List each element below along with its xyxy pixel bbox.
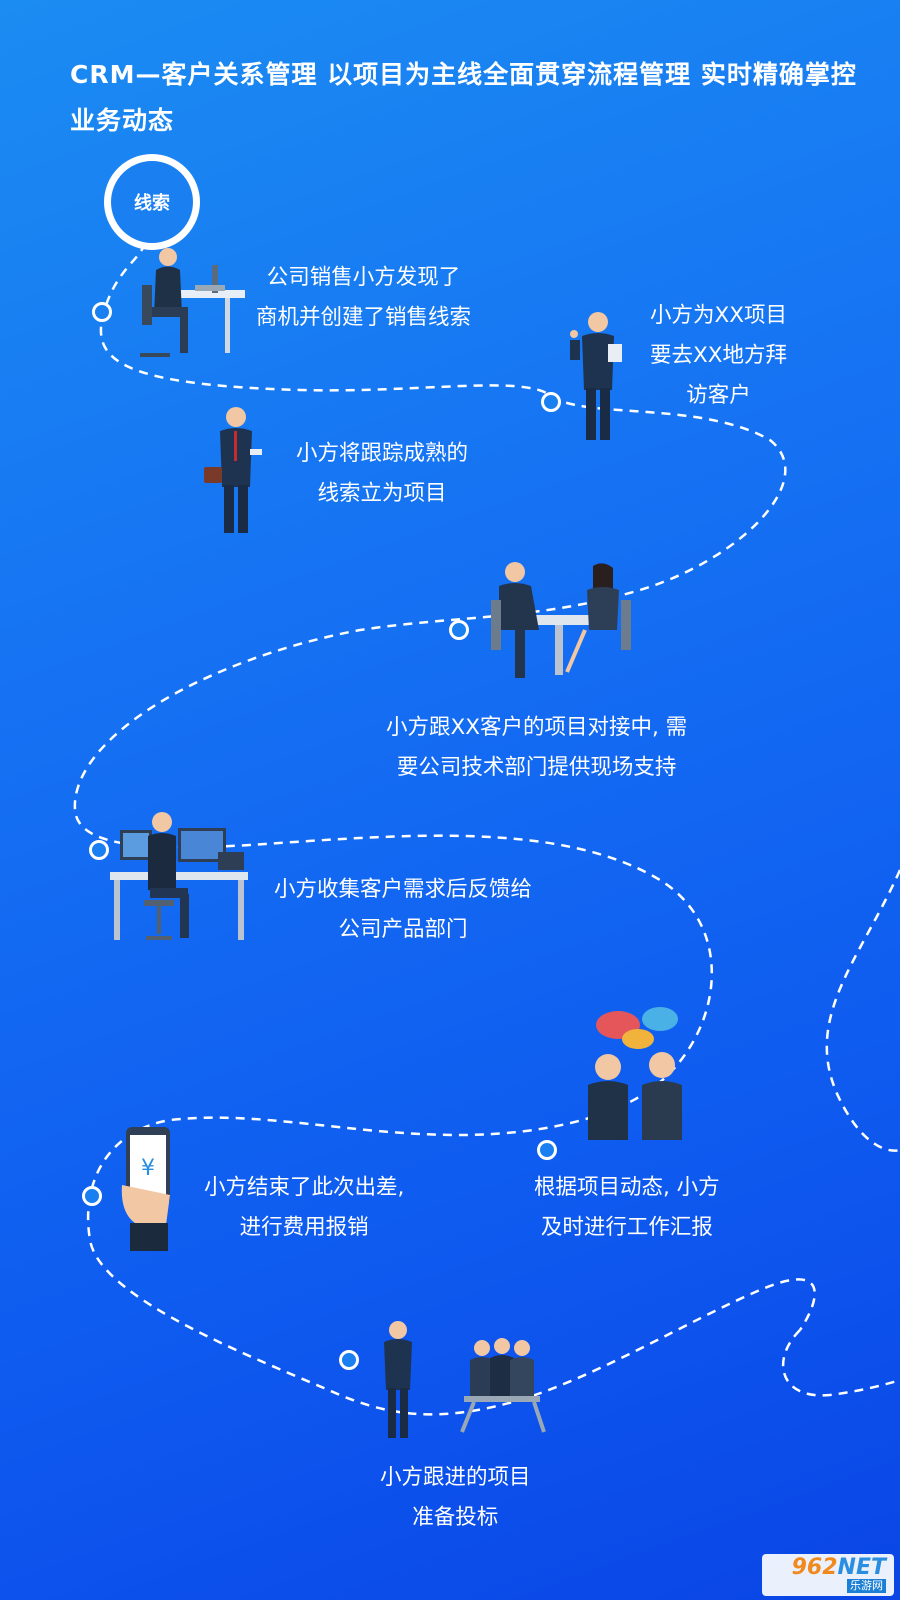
- watermark-site-name: 乐游网: [847, 1579, 886, 1593]
- waypoint-dot: [89, 840, 109, 860]
- step-text-7: 小方结束了此次出差, 进行费用报销: [204, 1175, 405, 1240]
- conversation-bubbles-icon: [588, 1007, 682, 1140]
- waypoint-dot: [541, 392, 561, 412]
- meeting-at-table-icon: [491, 562, 631, 678]
- phone-payment-icon: ¥: [121, 1127, 170, 1251]
- businessman-with-briefcase-icon: [204, 407, 262, 533]
- waypoint-dot: [82, 1186, 102, 1206]
- waypoint-dot: [92, 302, 112, 322]
- svg-text:¥: ¥: [141, 1156, 155, 1181]
- step-text-5: 小方收集客户需求后反馈给 公司产品部门: [274, 877, 533, 942]
- watermark-logo: 962NET 乐游网: [762, 1554, 894, 1596]
- salesperson-at-desk-icon: [140, 248, 245, 357]
- developer-at-workstation-icon: [110, 812, 248, 940]
- lead-badge: 线索: [104, 154, 200, 250]
- step-text-3: 小方将跟踪成熟的 线索立为项目: [296, 441, 469, 506]
- step-text-6: 根据项目动态, 小方 及时进行工作汇报: [534, 1175, 720, 1240]
- waypoint-dot: [449, 620, 469, 640]
- businessman-with-tablet-icon: [570, 312, 622, 440]
- page-title: CRM—客户关系管理 以项目为主线全面贯穿流程管理 实时精确掌控业务动态: [70, 60, 857, 135]
- step-text-8: 小方跟进的项目 准备投标: [380, 1465, 531, 1530]
- waypoint-dot: [339, 1350, 359, 1370]
- step-text-4: 小方跟XX客户的项目对接中, 需 要公司技术部门提供现场支持: [386, 715, 688, 780]
- step-text-2: 小方为XX项目 要去XX地方拜 访客户: [650, 303, 787, 408]
- presentation-audience-icon: [384, 1321, 546, 1438]
- watermark-suffix: NET: [837, 1555, 886, 1580]
- lead-badge-label: 线索: [134, 193, 170, 214]
- waypoint-dot: [537, 1140, 557, 1160]
- step-text-1: 公司销售小方发现了 商机并创建了销售线索: [256, 265, 472, 330]
- watermark-number: 962: [791, 1555, 838, 1580]
